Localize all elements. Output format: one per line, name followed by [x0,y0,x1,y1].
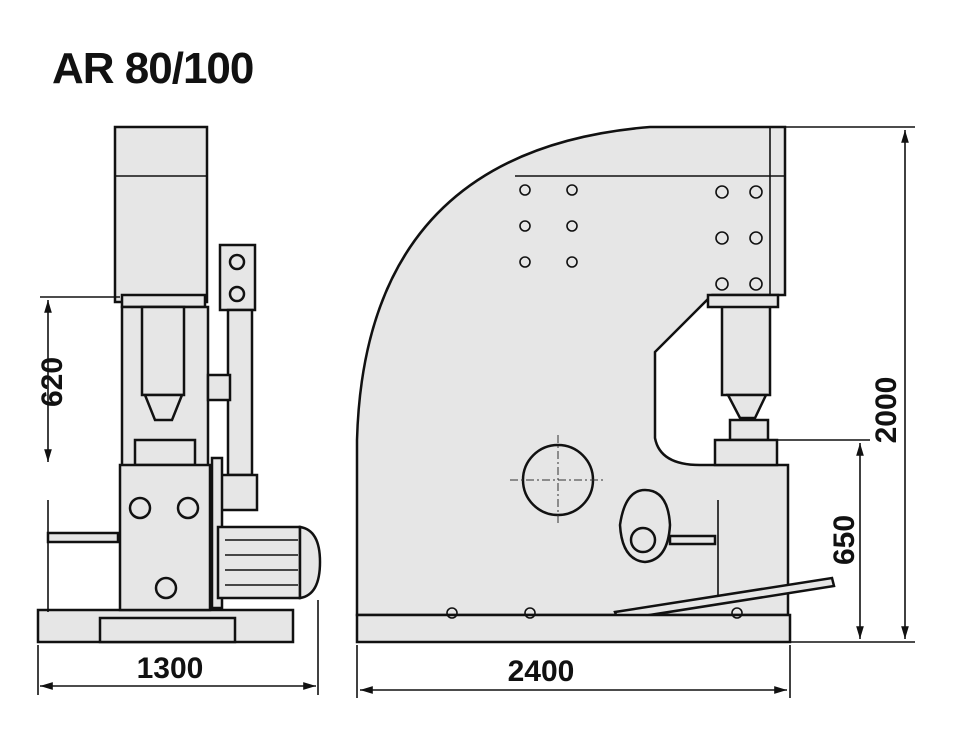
drawing-title: AR 80/100 [52,44,254,93]
front-punch [725,393,768,420]
side-punch [143,393,184,422]
dim-650: 650 [777,439,870,639]
side-handle [46,531,120,544]
dim-label-650: 650 [828,515,861,565]
front-ram [720,303,772,397]
switch-icon [228,253,246,271]
side-view [36,125,322,644]
dim-2400: 2400 [356,645,791,698]
side-column [113,125,209,304]
front-view [355,125,836,644]
dim-label-2400: 2400 [508,655,575,688]
side-bolt-icon [154,576,178,600]
dim-label-2000: 2000 [870,377,903,444]
mounting-holes [519,184,763,291]
side-die [133,438,197,467]
front-base [355,613,792,644]
side-bolt-icon [176,496,200,520]
press-frame [355,125,790,617]
side-bolt-icon [128,496,152,520]
motor [216,525,302,600]
dim-620: 620 [36,296,120,462]
dim-2000: 2000 [785,126,915,643]
switch-icon [228,285,246,303]
panel-arm [226,308,254,477]
side-ram [140,305,186,397]
dim-label-1300: 1300 [137,652,204,685]
side-base-foot [98,616,237,644]
dim-1300: 1300 [37,600,319,695]
dim-label-620: 620 [36,357,69,407]
front-die [713,438,779,467]
side-flange [120,293,207,309]
